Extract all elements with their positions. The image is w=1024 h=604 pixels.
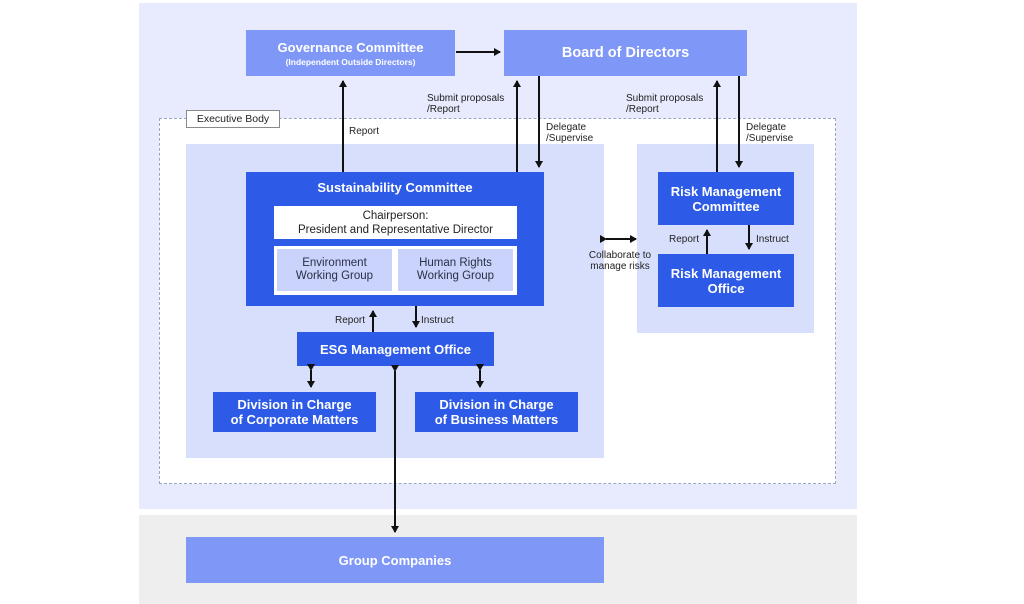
human-rights-working-group: Human Rights Working Group xyxy=(398,249,513,291)
governance-committee-box: Governance Committee (Independent Outsid… xyxy=(246,30,455,76)
label-collaborate: Collaborate to manage risks xyxy=(588,250,652,272)
governance-committee-subtitle: (Independent Outside Directors) xyxy=(285,56,416,67)
group-companies-box: Group Companies xyxy=(186,537,604,583)
label-report-governance: Report xyxy=(349,126,380,137)
division-business-box: Division in Charge of Business Matters xyxy=(415,392,578,432)
sustainability-committee-box: Sustainability Committee Chairperson: Pr… xyxy=(246,172,544,306)
board-of-directors-title: Board of Directors xyxy=(561,45,690,61)
label-submit-proposals-left: Submit proposals /Report xyxy=(427,93,505,115)
governance-committee-title: Governance Committee xyxy=(277,39,424,55)
sustainability-committee-title: Sustainability Committee xyxy=(317,179,473,195)
board-of-directors-box: Board of Directors xyxy=(504,30,747,76)
working-groups-container: Environment Working Group Human Rights W… xyxy=(274,246,517,295)
label-report-esg: Report xyxy=(335,315,366,326)
label-instruct-esg: Instruct xyxy=(421,315,454,326)
label-delegate-right: Delegate /Supervise xyxy=(746,122,794,144)
esg-management-office-box: ESG Management Office xyxy=(297,332,494,366)
executive-body-label: Executive Body xyxy=(186,110,280,128)
environment-working-group: Environment Working Group xyxy=(277,249,392,291)
chairperson-box: Chairperson: President and Representativ… xyxy=(274,206,517,239)
division-corporate-box: Division in Charge of Corporate Matters xyxy=(213,392,376,432)
risk-management-office-box: Risk Management Office xyxy=(658,254,794,307)
label-report-risk: Report xyxy=(669,234,700,245)
label-instruct-risk: Instruct xyxy=(756,234,789,245)
risk-management-committee-box: Risk Management Committee xyxy=(658,172,794,225)
label-submit-proposals-right: Submit proposals /Report xyxy=(626,93,704,115)
label-delegate-left: Delegate /Supervise xyxy=(546,122,594,144)
